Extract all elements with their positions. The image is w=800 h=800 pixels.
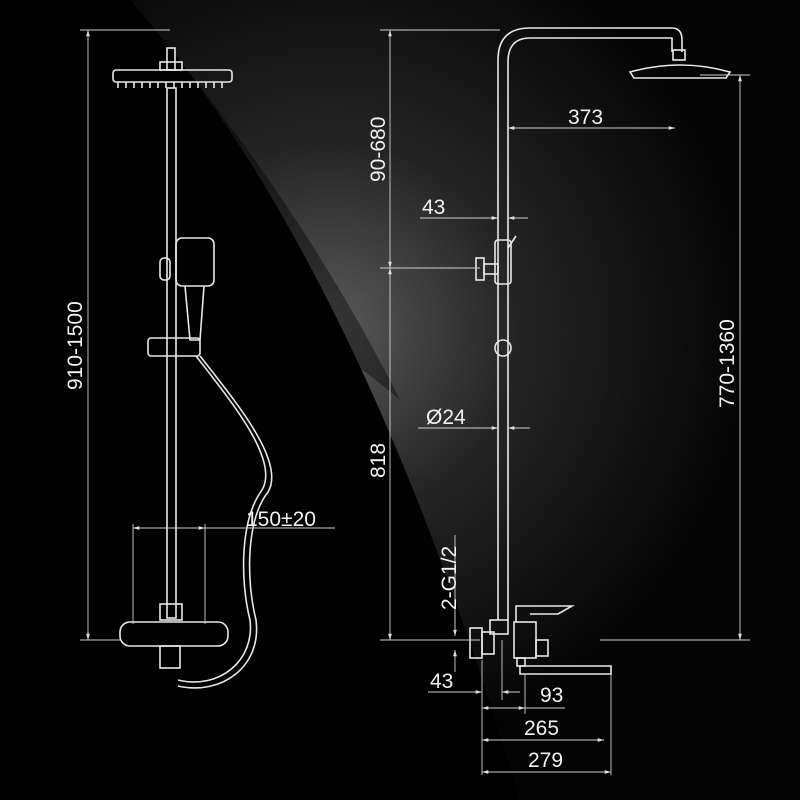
dim-inlet-spacing: 150±20: [246, 508, 316, 531]
front-view: 910-1500 150±20: [64, 29, 335, 689]
dim-arm-reach: 373: [568, 106, 603, 129]
dim-spout-a: 93: [540, 684, 563, 707]
dim-inlet-thread: 2-G1/2: [438, 546, 461, 610]
dim-spout-c: 279: [528, 749, 563, 772]
background-glow: [130, 0, 800, 800]
side-view: 90-680 818 373 770-1360 43 Ø24 2-G1/2 43…: [367, 27, 750, 775]
dim-inlet-depth: 43: [430, 670, 453, 693]
dim-head-adjust: 90-680: [367, 117, 390, 182]
dim-front-total-height: 910-1500: [64, 301, 87, 390]
dim-side-height: 770-1360: [716, 319, 739, 408]
dim-spout-b: 265: [524, 717, 559, 740]
dim-mixer-height: 818: [367, 443, 390, 478]
dim-diverter-offset: 43: [422, 196, 445, 219]
dim-pipe-diameter: Ø24: [426, 406, 466, 429]
